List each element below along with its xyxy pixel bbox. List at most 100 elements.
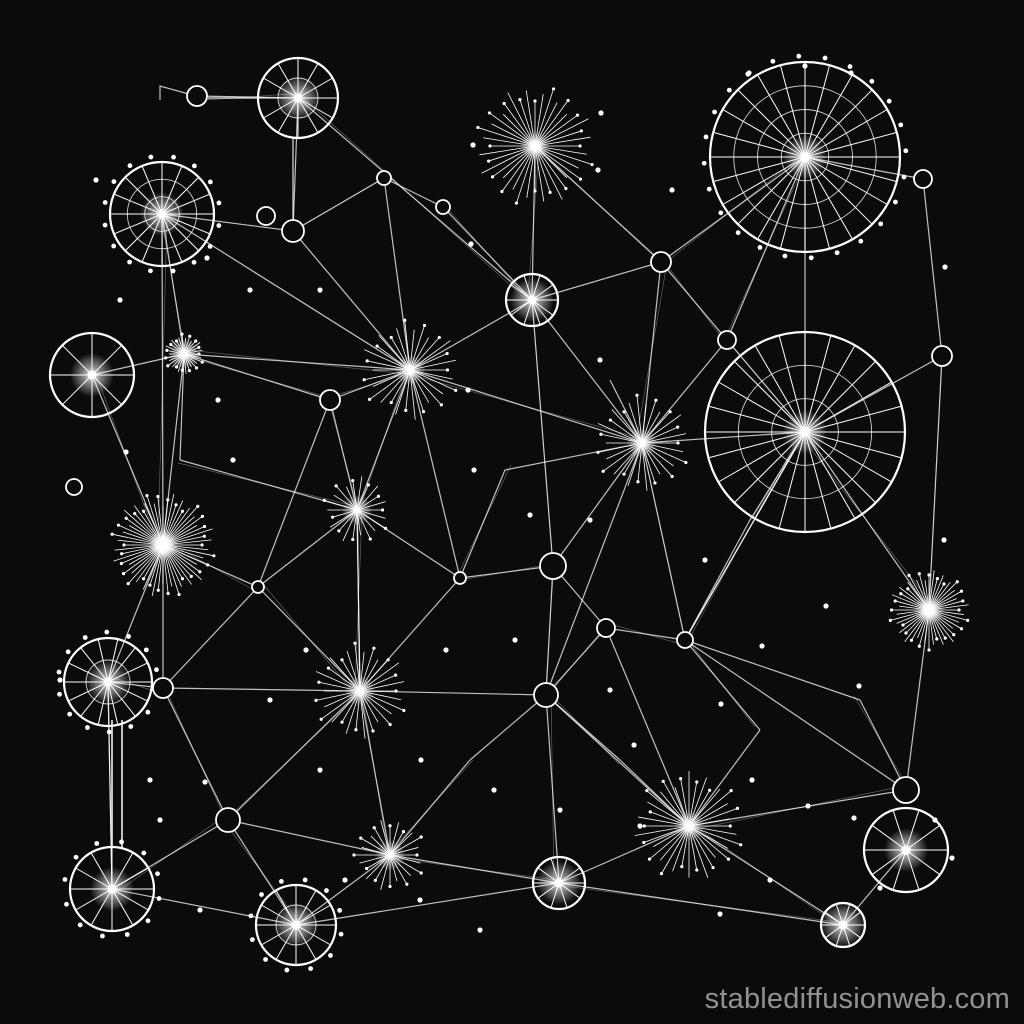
burst-tip (935, 577, 940, 581)
scatter-dot (491, 787, 497, 793)
rim-dot (85, 725, 90, 730)
burst-tip (548, 190, 552, 194)
burst-tip (177, 592, 181, 597)
rim-dot (718, 210, 724, 216)
connection-line (545, 627, 607, 696)
ring-node (892, 776, 920, 804)
ring-node (186, 85, 208, 107)
burst-tip (380, 508, 385, 512)
burst-tip (708, 788, 712, 792)
rim-dot (337, 907, 343, 913)
burst-tip (636, 480, 640, 484)
burst-tip (334, 484, 338, 488)
rim-dot (128, 724, 134, 729)
glow-core (107, 884, 117, 894)
burst-tip (422, 323, 427, 328)
scatter-dot (57, 677, 63, 683)
rim-dot (703, 134, 709, 140)
glow-core (103, 677, 113, 687)
burst-tip (421, 410, 426, 414)
burst-tip (180, 332, 184, 336)
faint-strand (635, 262, 668, 443)
scatter-dot (342, 877, 348, 883)
ring-node (281, 219, 305, 243)
connection-line (726, 156, 806, 341)
burst-tip (476, 125, 480, 130)
glow-core (800, 427, 810, 437)
faint-strand (157, 218, 168, 541)
scatter-dot (477, 927, 483, 933)
burst-tip (957, 608, 961, 612)
rim-dot (57, 691, 62, 697)
burst-tip (394, 689, 398, 693)
burst-tip (141, 577, 146, 581)
connection-line (389, 759, 471, 856)
faint-strand (160, 215, 186, 353)
glow-core (685, 822, 693, 830)
glow-core (180, 350, 188, 358)
scatter-dot (443, 647, 449, 653)
connection-line (531, 299, 554, 567)
faint-strand (546, 690, 620, 765)
faint-strand (179, 354, 335, 400)
connection-line (329, 399, 358, 511)
burst-tip (726, 857, 731, 861)
rim-dot (886, 98, 892, 104)
scatter-dot (417, 897, 423, 903)
faint-strand (178, 348, 416, 376)
connection-line (804, 431, 930, 611)
glow-core (386, 851, 394, 859)
burst-tip (487, 159, 491, 163)
scatter-dot (717, 911, 723, 917)
burst-tip (935, 637, 939, 641)
rim-dot (847, 64, 853, 69)
scatter-dot (597, 357, 603, 363)
connection-line (111, 888, 297, 926)
rim-dot (102, 222, 108, 228)
connection-line (356, 369, 411, 511)
burst-tip (180, 509, 185, 513)
connection-line (619, 759, 690, 827)
rim-dot (170, 268, 176, 274)
burst-tip (959, 589, 964, 593)
faint-strand (664, 262, 724, 340)
burst-tip (927, 648, 931, 652)
ring-node (539, 552, 567, 580)
burst-tip (642, 840, 646, 845)
burst-tip (608, 418, 613, 422)
burst-tip (917, 572, 921, 576)
connection-line (552, 442, 643, 567)
faint-strand (262, 583, 356, 695)
glow-core (293, 93, 303, 103)
connection-line (292, 177, 385, 232)
burst-tip (533, 189, 537, 193)
scatter-dot (303, 647, 309, 653)
rim-dot (119, 839, 124, 845)
faint-strand (665, 156, 801, 263)
connection-line (257, 399, 331, 588)
connection-line (359, 690, 547, 696)
connection-line (558, 825, 690, 884)
rim-dot (328, 953, 333, 958)
rim-dot (278, 878, 284, 884)
ring-node (251, 580, 265, 594)
rim-dot (126, 634, 131, 639)
burst-tip (735, 806, 740, 810)
burst-tip (202, 534, 206, 538)
faint-strand (564, 885, 838, 923)
rim-dot (104, 629, 110, 635)
burst-tip (514, 201, 519, 205)
burst-tip (405, 882, 409, 886)
scatter-dot (749, 777, 755, 783)
burst-tip (376, 494, 381, 498)
burst-tip (141, 509, 146, 513)
scatter-dot (767, 877, 773, 883)
rim-dot (106, 729, 112, 735)
burst-tip (942, 582, 946, 586)
burst-tip (351, 537, 355, 542)
burst-tip (314, 698, 318, 702)
burst-tip (454, 388, 458, 392)
ring-node (152, 677, 174, 699)
burst-tip (488, 144, 492, 148)
rim-dot (706, 186, 712, 192)
